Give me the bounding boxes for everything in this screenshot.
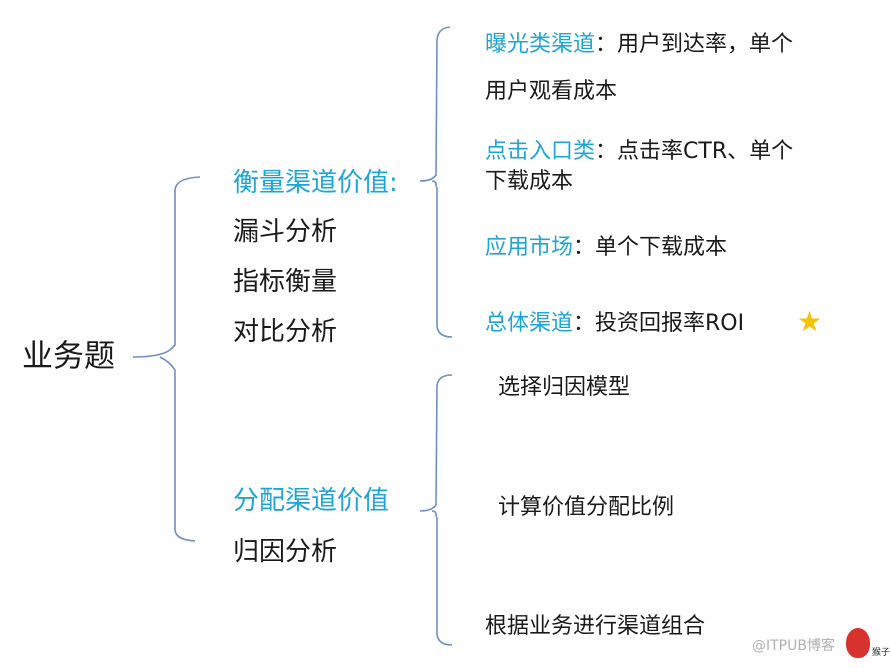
detail-click: 点击入口类：点击率CTR、单个 [485, 141, 793, 163]
detail-label: 曝光类渠道 [485, 32, 596, 57]
root-brace [132, 176, 201, 358]
step-item: 计算价值分配比例 [498, 495, 675, 520]
detail-appstore: 应用市场：单个下载成本 [485, 237, 727, 259]
branch-measure-title: 衡量渠道价值: [233, 168, 398, 198]
detail-text: ：投资回报率ROI [573, 311, 745, 336]
detail-label: 总体渠道 [485, 311, 574, 336]
detail-text-cont: 下载成本 [485, 169, 574, 194]
method-item: 归因分析 [233, 537, 338, 567]
detail-label: 点击入口类 [485, 139, 596, 164]
branch-allocate-title: 分配渠道价值 [233, 486, 390, 516]
logo-text: 猴子 [872, 648, 890, 658]
method-item: 指标衡量 [233, 267, 338, 297]
detail-overall: 总体渠道：投资回报率ROI [485, 313, 744, 335]
detail-text-cont: 用户观看成本 [485, 79, 618, 104]
root-node: 业务题 [22, 338, 115, 375]
step-item: 选择归因模型 [498, 375, 631, 400]
branch1-brace [419, 26, 453, 338]
detail-exposure: 曝光类渠道：用户到达率，单个 [485, 34, 793, 56]
branch2-brace [419, 374, 453, 646]
method-item: 对比分析 [233, 317, 338, 347]
root-brace-lower [159, 356, 196, 542]
method-item: 漏斗分析 [233, 217, 338, 247]
step-item: 根据业务进行渠道组合 [485, 614, 706, 639]
watermark-text: @ITPUB博客 [752, 638, 835, 654]
detail-text: ：用户到达率，单个 [595, 32, 794, 57]
detail-text: ：单个下载成本 [573, 235, 728, 260]
detail-text: ：点击率CTR、单个 [595, 139, 794, 164]
detail-label: 应用市场 [485, 235, 574, 260]
monkey-logo-icon [846, 628, 870, 658]
star-icon: ★ [797, 305, 823, 338]
